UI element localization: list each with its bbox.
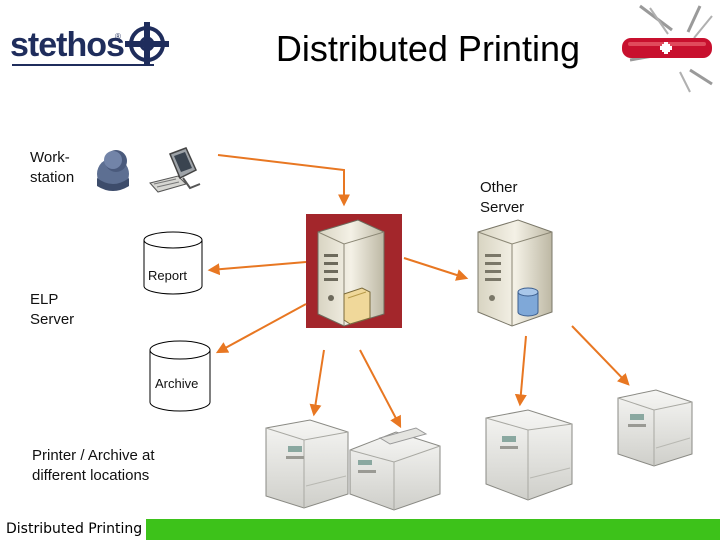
footer-bar	[0, 519, 720, 540]
logo-wordmark: stethos	[10, 26, 125, 64]
elp-server-label-line1: ELP	[30, 291, 59, 308]
other-server-label-line1: Other	[480, 179, 518, 196]
flow-arrows	[207, 154, 630, 429]
logo-underline	[12, 64, 154, 66]
elp-server-label: ELP Server	[30, 290, 74, 330]
arrow-server-to-printer-1	[309, 349, 325, 417]
logo-crosshair-icon	[125, 22, 169, 66]
arrow-other-to-printer-4	[571, 325, 630, 386]
other-server-label: Other Server	[480, 178, 524, 218]
archive-database-icon	[149, 340, 211, 412]
arrow-server-to-printer-2	[359, 349, 402, 429]
printer-1-icon	[265, 419, 349, 509]
printers-label: Printer / Archive at different locations	[32, 446, 155, 486]
printer-2-icon	[349, 427, 441, 511]
printer-4-icon	[617, 389, 693, 467]
user-icon	[97, 150, 129, 191]
other-server-label-line2: Server	[480, 199, 525, 216]
printer-3-icon	[485, 409, 573, 501]
workstation-label-line1: Work-	[30, 149, 70, 166]
arrow-other-to-printer-3	[514, 335, 527, 407]
slide-title: Distributed Printing	[275, 28, 580, 69]
archive-database-label: Archive	[155, 376, 199, 391]
printers-label-line2: different locations	[32, 467, 150, 484]
workstation-label: Work- station	[30, 148, 74, 188]
elp-server-icon	[306, 214, 402, 328]
elp-server-label-line2: Server	[30, 311, 75, 328]
arrow-workstation-to-server	[217, 154, 350, 207]
arrow-server-to-report	[207, 261, 307, 276]
arrow-server-to-other-server	[403, 257, 469, 281]
computer-icon	[149, 147, 201, 193]
printers-label-line1: Printer / Archive at	[32, 447, 155, 464]
logo-registered-mark: ®	[115, 32, 121, 41]
report-database-icon	[143, 231, 203, 295]
other-server-icon	[477, 219, 553, 327]
arrow-server-to-archive	[215, 303, 307, 354]
workstation-label-line2: station	[30, 169, 75, 186]
footer-label: Distributed Printing	[0, 519, 147, 540]
swiss-knife-icon	[622, 4, 713, 93]
report-database-label: Report	[148, 268, 188, 283]
